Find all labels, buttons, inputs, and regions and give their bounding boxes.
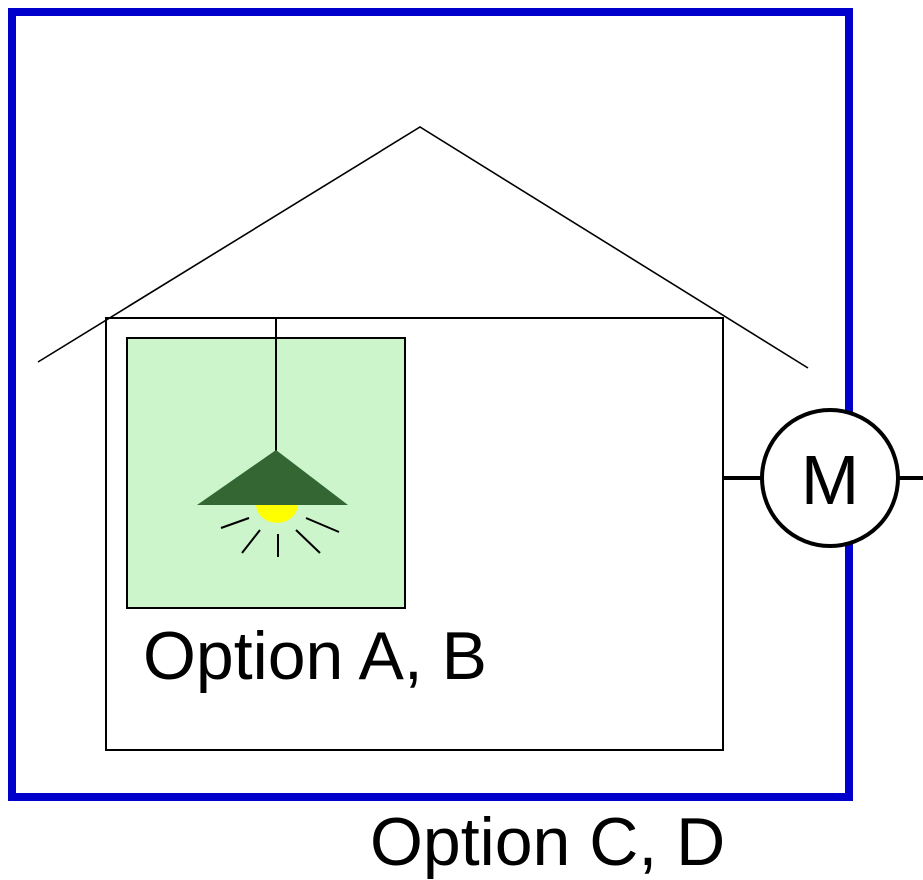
lamp-bulb xyxy=(256,504,298,523)
meter-icon: M xyxy=(723,408,923,548)
house-roof xyxy=(37,126,809,369)
meter-letter: M xyxy=(801,441,859,519)
lamp-rays xyxy=(220,517,340,557)
outer-boundary xyxy=(8,8,853,801)
meter-circle xyxy=(760,408,900,548)
inner-boundary-label: Option A, B xyxy=(143,618,487,694)
lamp-shade xyxy=(197,450,348,505)
outer-boundary-label: Option C, D xyxy=(370,804,726,880)
house-body xyxy=(105,317,724,751)
lamp-icon xyxy=(197,318,348,557)
